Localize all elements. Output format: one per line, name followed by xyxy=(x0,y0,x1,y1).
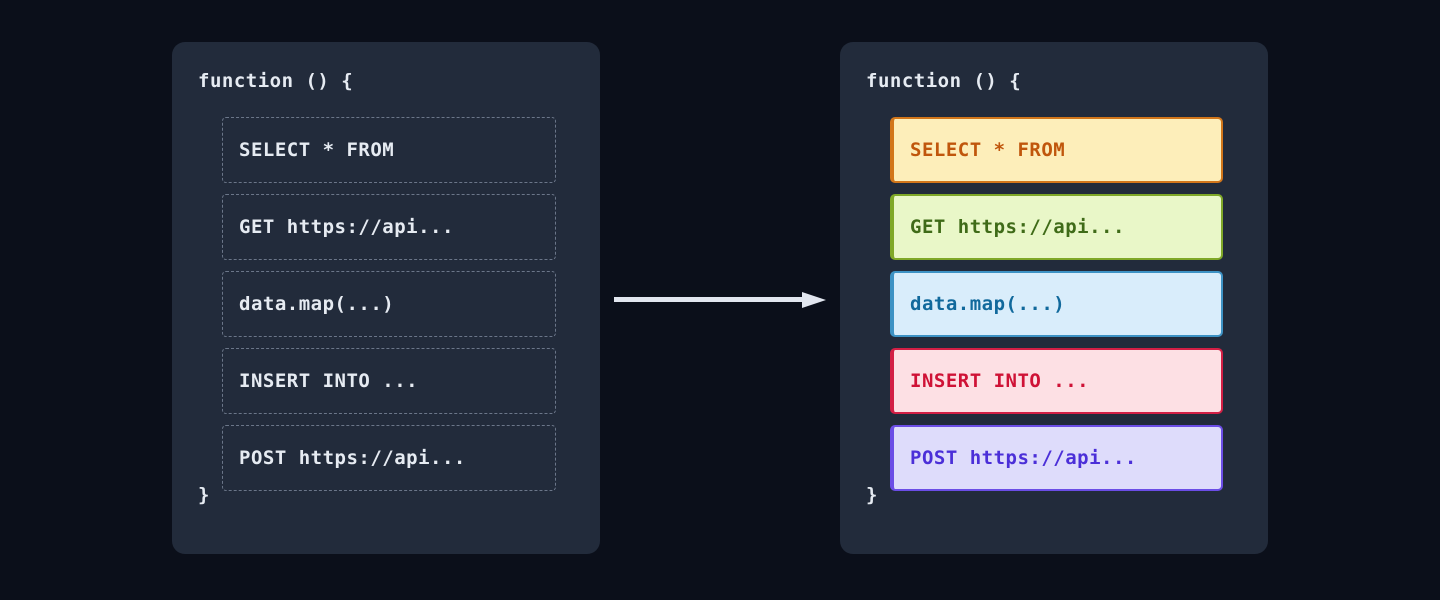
highlighted-code-panel: function () { SELECT * FROM GET https://a… xyxy=(840,42,1268,554)
plain-code-block: data.map(...) xyxy=(222,271,556,337)
transform-arrow-shaft xyxy=(614,297,804,302)
highlighted-code-block-http-get: GET https://api... xyxy=(890,194,1223,260)
function-open-line: function () { xyxy=(866,70,1022,92)
function-close-line: } xyxy=(198,484,210,506)
function-open-line: function () { xyxy=(198,70,354,92)
plain-code-block: INSERT INTO ... xyxy=(222,348,556,414)
highlighted-block-list: SELECT * FROM GET https://api... data.map(… xyxy=(890,117,1242,502)
plain-block-list: SELECT * FROM GET https://api... data.map(… xyxy=(222,117,574,502)
transform-arrow-head xyxy=(802,292,826,308)
highlighted-code-block-sql-select: SELECT * FROM xyxy=(890,117,1223,183)
function-close-line: } xyxy=(866,484,878,506)
highlighted-code-block-http-post: POST https://api... xyxy=(890,425,1223,491)
plain-code-panel: function () { SELECT * FROM GET https://a… xyxy=(172,42,600,554)
plain-code-block: SELECT * FROM xyxy=(222,117,556,183)
highlighted-code-block-js-map: data.map(...) xyxy=(890,271,1223,337)
plain-code-block: POST https://api... xyxy=(222,425,556,491)
transform-arrow xyxy=(614,292,826,308)
highlighted-code-block-sql-insert: INSERT INTO ... xyxy=(890,348,1223,414)
plain-code-block: GET https://api... xyxy=(222,194,556,260)
